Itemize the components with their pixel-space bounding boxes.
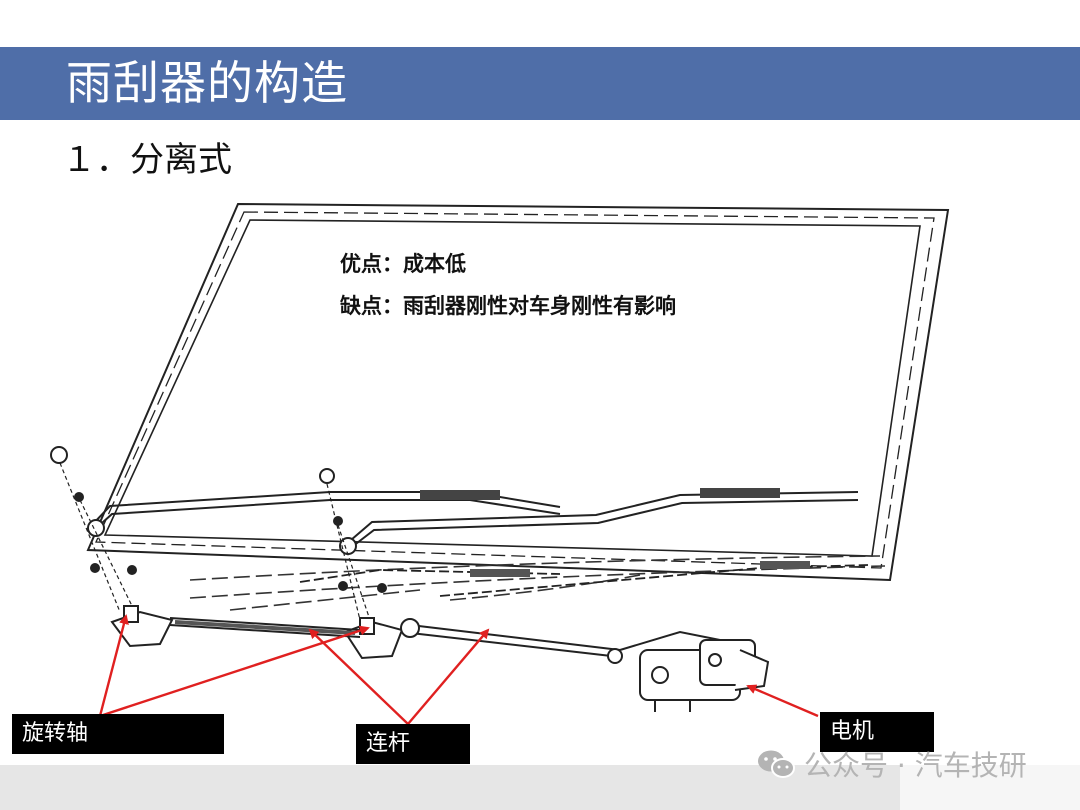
slide-subtitle: １．分离式 (62, 140, 232, 180)
nut-left (74, 492, 84, 502)
footer-corner-box (900, 765, 1080, 810)
windshield-dashed (95, 211, 935, 569)
arrow-linkage-left (308, 628, 409, 725)
center-wiper-blade (700, 488, 780, 498)
left-wiper-blade (420, 490, 500, 500)
watermark: 公众号 · 汽车技研 (756, 744, 1027, 784)
motor-assembly (619, 630, 770, 712)
windshield (86, 202, 950, 582)
arrow-pivot-left (98, 614, 129, 717)
cowl-outline (189, 555, 886, 611)
wechat-icon (758, 750, 795, 778)
disadvantage-note: 缺点：雨刮器刚性对车身刚性有影响 (340, 294, 676, 318)
slide-title: 雨刮器的构造 (66, 56, 348, 110)
center-wiper (339, 488, 859, 555)
callout-arrows (98, 614, 819, 725)
label-linkage: 连杆 (356, 724, 470, 764)
watermark-text: 公众号 · 汽车技研 (804, 749, 1027, 782)
arrow-motor (746, 684, 819, 718)
advantage-note: 优点：成本低 (340, 252, 466, 276)
wiper-alt-position (299, 561, 869, 597)
cap-center (319, 468, 335, 484)
linkage-rods (169, 617, 623, 664)
windshield-outer (86, 202, 950, 582)
label-pivot: 旋转轴 (12, 714, 224, 754)
cap-left (50, 446, 68, 464)
exploded-lines (59, 462, 371, 621)
arrow-linkage-right (407, 628, 490, 725)
rod-right (401, 623, 621, 651)
pivot-caps (50, 446, 387, 593)
title-bar: 雨刮器的构造 (0, 47, 1080, 120)
label-motor: 电机 (820, 712, 934, 752)
left-wiper (87, 490, 561, 537)
rod-left (169, 617, 361, 631)
pivot-left-bracket (110, 610, 174, 648)
